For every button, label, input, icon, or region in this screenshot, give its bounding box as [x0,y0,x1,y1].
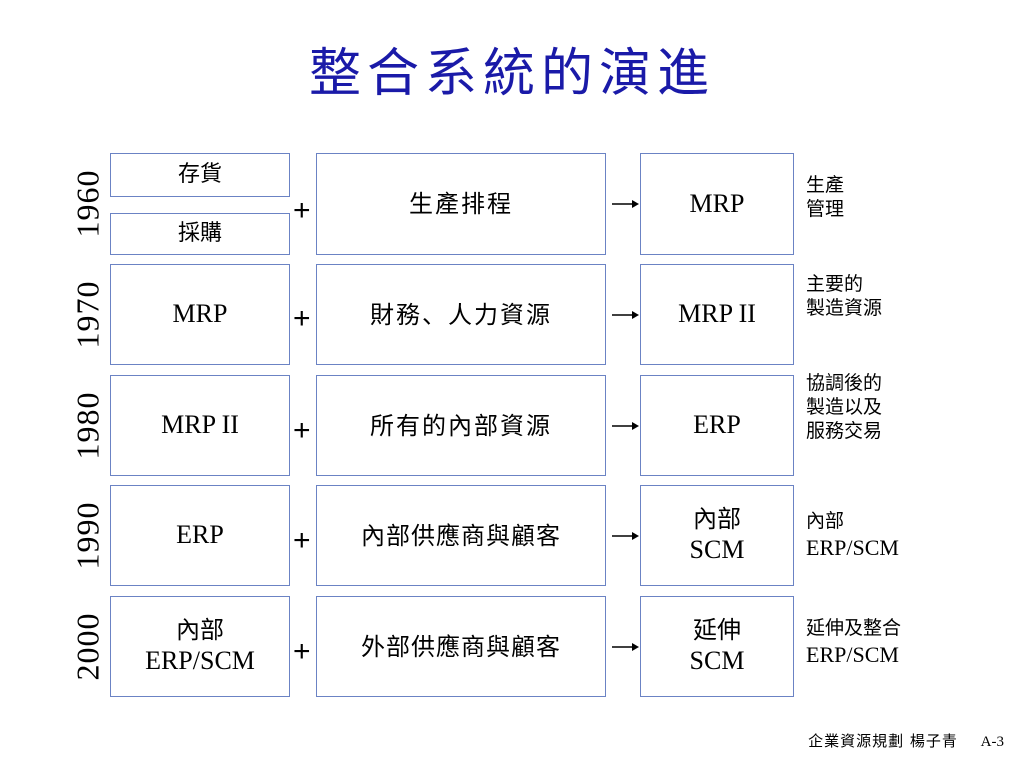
note-text: 生產管理 [806,174,845,220]
input-box: MRP II [110,375,290,476]
result-box: MRP II [640,264,794,365]
arrow-right-icon [612,311,639,319]
plus-sign: + [293,302,311,335]
footer-course: 企業資源規劃 楊子青 [808,732,958,750]
process-box: 所有的內部資源 [316,375,606,476]
result-box: ERP [640,375,794,476]
arrow-right-icon [612,643,639,651]
year-label-1990: 1990 [69,501,106,569]
footer: 企業資源規劃 楊子青 A-3 [808,730,1004,751]
plus-sign: + [293,194,311,227]
input-box: MRP [110,264,290,365]
arrow-right-icon [612,532,639,540]
year-label-1970: 1970 [69,280,106,348]
process-box: 內部供應商與顧客 [316,485,606,586]
year-label-1960: 1960 [69,169,106,237]
process-box: 財務、人力資源 [316,264,606,365]
arrow-right-icon [612,200,639,208]
input-box: ERP [110,485,290,586]
input-box-purchasing: 採購 [110,213,290,255]
year-label-2000: 2000 [69,612,106,680]
result-box: MRP [640,153,794,255]
input-box-inventory: 存貨 [110,153,290,197]
arrow-right-icon [612,422,639,430]
footer-page-number: A-3 [980,734,1004,750]
plus-sign: + [293,524,311,557]
process-box: 生產排程 [316,153,606,255]
note-text: 主要的製造資源 [806,273,883,319]
note-text: 協調後的製造以及服務交易 [806,372,883,442]
process-box: 外部供應商與顧客 [316,596,606,697]
plus-sign: + [293,414,311,447]
plus-sign: + [293,635,311,668]
page-title: 整合系統的演進 [308,44,715,104]
year-label-1980: 1980 [69,391,106,459]
